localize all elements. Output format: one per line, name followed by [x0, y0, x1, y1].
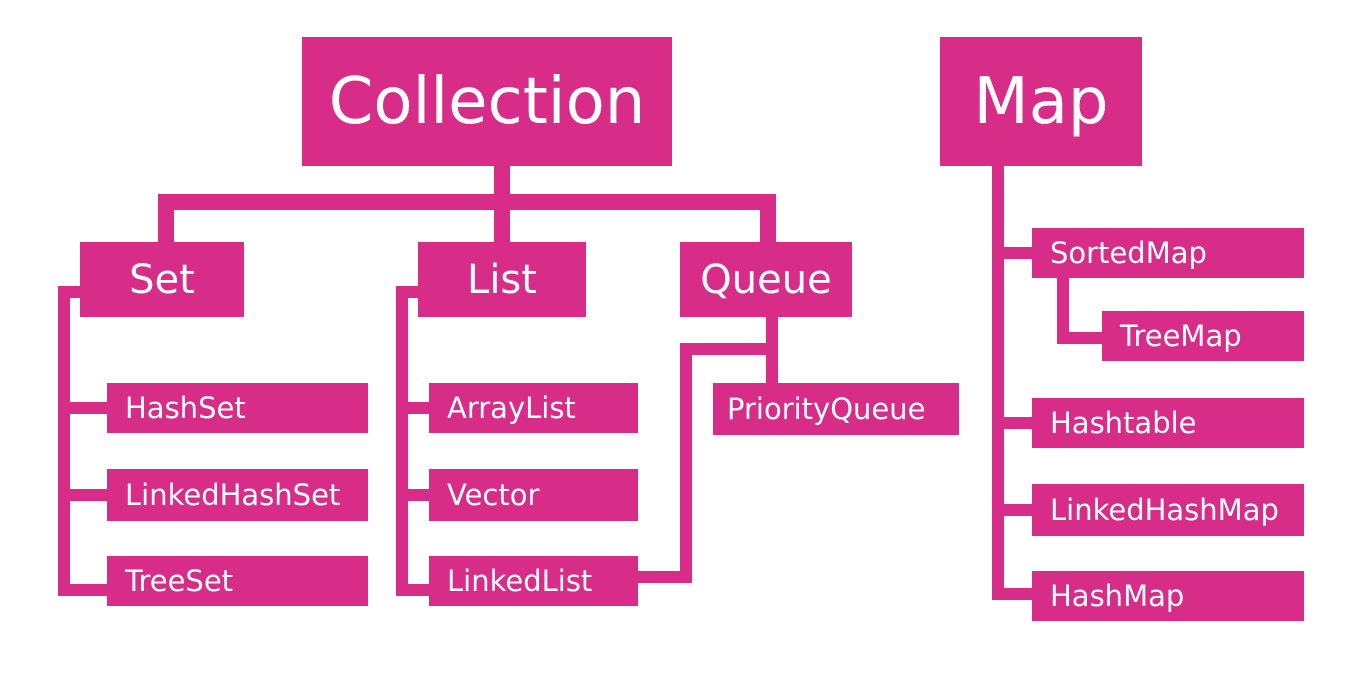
connector-to-linkedhashset [58, 489, 109, 501]
arraylist-node: ArrayList [429, 383, 638, 433]
list-node: List [418, 242, 586, 317]
treeset-node: TreeSet [107, 556, 368, 606]
connector-to-hashset [58, 402, 109, 414]
connector-to-hashtable [992, 417, 1034, 429]
connector-to-linkedhashmap [992, 504, 1034, 516]
priorityqueue-node: PriorityQueue [713, 383, 959, 435]
connector-sortedmap-stem [1057, 276, 1069, 344]
map-node: Map [940, 37, 1142, 166]
set-node: Set [80, 242, 244, 317]
connector-map-spine [992, 166, 1004, 598]
queue-node: Queue [680, 242, 852, 317]
connector-collection-bar [158, 194, 776, 210]
hashtable-node: Hashtable [1032, 398, 1304, 448]
connector-to-queue [760, 194, 776, 244]
vector-node: Vector [429, 469, 638, 521]
collection-node: Collection [302, 37, 672, 166]
connector-queue-branch [680, 343, 778, 355]
connector-linkedlist-to-queue [636, 571, 692, 583]
connector-set-spine [58, 286, 70, 596]
connector-to-arraylist [396, 402, 431, 414]
connector-to-sortedmap [992, 247, 1034, 259]
linkedlist-node: LinkedList [429, 556, 638, 606]
linkedhashset-node: LinkedHashSet [107, 469, 368, 521]
treemap-node: TreeMap [1102, 311, 1304, 361]
sortedmap-node: SortedMap [1032, 228, 1304, 278]
connector-to-linkedlist [396, 584, 431, 596]
connector-list-spine [396, 286, 408, 596]
connector-to-treeset [58, 584, 109, 596]
connector-to-vector [396, 489, 431, 501]
connector-to-set [158, 194, 174, 244]
hashset-node: HashSet [107, 383, 368, 433]
hashmap-node: HashMap [1032, 571, 1304, 621]
connector-linkedlist-riser [680, 343, 692, 583]
connector-to-treemap [1057, 332, 1104, 344]
linkedhashmap-node: LinkedHashMap [1032, 484, 1304, 536]
connector-to-hashmap [992, 588, 1034, 600]
